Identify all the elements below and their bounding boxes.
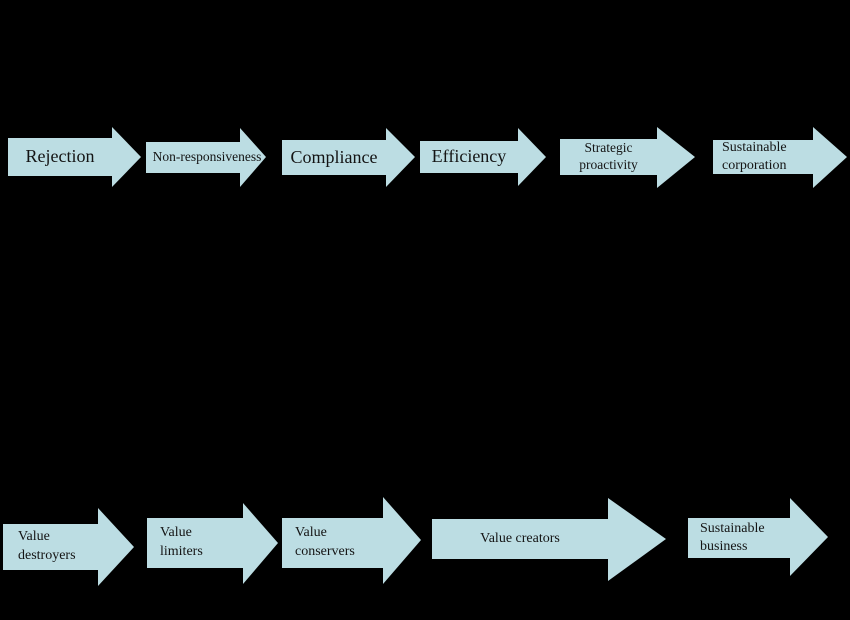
arrow-value-conservers	[282, 497, 421, 584]
arrow-sustainable-corporation	[713, 127, 847, 188]
arrow-value-limiters	[147, 503, 278, 584]
arrow-efficiency	[420, 128, 546, 186]
arrow-strategic-proactivity	[560, 127, 695, 188]
arrow-compliance	[282, 128, 415, 187]
arrow-value-destroyers	[3, 508, 134, 586]
arrow-sustainable-business	[688, 498, 828, 576]
arrow-non-responsiveness	[146, 128, 266, 187]
arrow-rejection	[8, 127, 141, 187]
arrow-value-creators	[432, 498, 666, 581]
